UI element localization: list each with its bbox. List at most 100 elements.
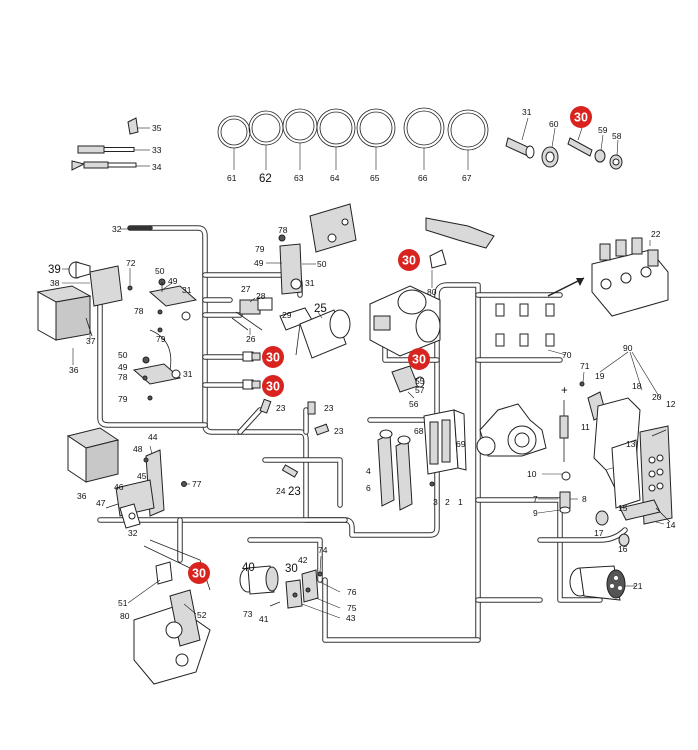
callout-29: 29: [282, 310, 292, 320]
callout-63: 63: [294, 173, 304, 183]
screw-77: [181, 481, 190, 487]
callout-4: 4: [366, 466, 371, 476]
callout-9: 9: [533, 508, 538, 518]
screw-47: [105, 503, 119, 509]
o-ring-62: [248, 110, 284, 170]
badge-30-pump: 30: [408, 348, 430, 370]
callout-70: 70: [562, 350, 572, 360]
washer-59: [594, 134, 606, 163]
callout-31-c: 31: [183, 369, 193, 379]
callout-17: 17: [594, 528, 604, 538]
callout-49-b: 49: [118, 362, 128, 372]
connector-23-a: [259, 398, 272, 414]
callout-50-a: 50: [155, 266, 165, 276]
callout-47: 47: [96, 498, 106, 508]
plug-15-14: [619, 499, 671, 523]
callout-71: 71: [580, 361, 590, 371]
sensor-30-top: [567, 127, 593, 157]
callout-79-b: 79: [118, 394, 128, 404]
callout-19: 19: [595, 371, 605, 381]
controller-69: [453, 409, 467, 471]
callout-25: 25: [314, 303, 327, 315]
sensor-31-top: [505, 117, 535, 159]
callout-15: 15: [618, 503, 628, 513]
callout-13: 13: [626, 439, 636, 449]
bracket-30-42: [285, 569, 319, 609]
callout-37: 37: [86, 336, 96, 346]
connector-24-23: [281, 464, 299, 478]
screw-37: [85, 317, 93, 340]
callout-59: 59: [598, 125, 608, 135]
callout-32-lower: 32: [128, 528, 138, 538]
callout-60: 60: [549, 119, 559, 129]
callout-35: 35: [152, 123, 162, 133]
badge-30-connector-b: 30: [262, 375, 284, 397]
mounting-plate-50: [309, 203, 357, 253]
o-ring-66: [403, 107, 445, 170]
callout-42: 42: [298, 555, 308, 565]
leader-lines: [120, 228, 665, 619]
callout-50-b: 50: [118, 350, 128, 360]
badge-30-label: 30: [574, 111, 588, 125]
plug-16: [618, 533, 630, 547]
screw-3-2: [429, 481, 435, 487]
callout-80-a: 80: [427, 287, 437, 297]
callout-77: 77: [192, 479, 202, 489]
callout-10: 10: [527, 469, 537, 479]
callout-76: 76: [347, 587, 357, 597]
badge-30-label: 30: [402, 254, 416, 268]
screw-48: [143, 457, 149, 463]
badge-30-hitch: 30: [188, 562, 210, 584]
callout-43: 43: [346, 613, 356, 623]
part-33-bolt: [77, 145, 150, 154]
callout-79-c: 79: [255, 244, 265, 254]
connector-30-b: [242, 379, 261, 390]
callout-41: 41: [259, 614, 269, 624]
lever-4: [377, 429, 395, 507]
badge-30-label: 30: [412, 353, 426, 367]
clamp-32: [119, 503, 141, 529]
callout-14: 14: [666, 520, 676, 530]
callout-69: 69: [456, 439, 466, 449]
cover-20: [611, 439, 641, 509]
callout-23-a: 23: [276, 403, 286, 413]
callout-8: 8: [582, 494, 587, 504]
fastener-71: [579, 371, 585, 387]
callout-3: 3: [433, 497, 438, 507]
callout-18: 18: [632, 381, 642, 391]
connector-30-a: [242, 351, 261, 362]
callout-31-b: 31: [182, 285, 192, 295]
callout-12: 12: [666, 399, 676, 409]
sensor-55-56: [391, 365, 425, 399]
callout-80-b: 80: [120, 611, 130, 621]
badge-30-valve-bracket: 30: [398, 249, 420, 271]
callout-78-b: 78: [118, 372, 128, 382]
callout-50-c: 50: [317, 259, 327, 269]
callout-23-d: 23: [288, 486, 301, 498]
keypad-13: [639, 425, 673, 525]
callout-labels: 35 33 34 61 62 63 64 65 66 67 31 60 59 5…: [48, 107, 676, 624]
horn-39: [62, 261, 91, 279]
trailer-socket-21: [569, 565, 636, 601]
connector-23-b: [307, 401, 316, 415]
callout-30-lower: 30: [285, 563, 298, 575]
callout-61: 61: [227, 173, 237, 183]
callout-79-a: 79: [156, 334, 166, 344]
callout-2: 2: [445, 497, 450, 507]
callout-44: 44: [148, 432, 158, 442]
callout-31-top: 31: [522, 107, 532, 117]
callout-45: 45: [137, 471, 147, 481]
o-ring-61: [217, 115, 251, 170]
callout-11: 11: [581, 422, 590, 432]
part-26: [235, 311, 263, 335]
callout-75: 75: [347, 603, 357, 613]
callout-7: 7: [533, 494, 538, 504]
o-ring-63: [282, 108, 318, 170]
callout-46: 46: [114, 482, 124, 492]
callout-16: 16: [618, 544, 628, 554]
callout-40: 40: [242, 562, 255, 574]
callout-31-d: 31: [305, 278, 315, 288]
callout-78-a: 78: [134, 306, 144, 316]
badge-30-top-right: 30: [570, 106, 592, 128]
